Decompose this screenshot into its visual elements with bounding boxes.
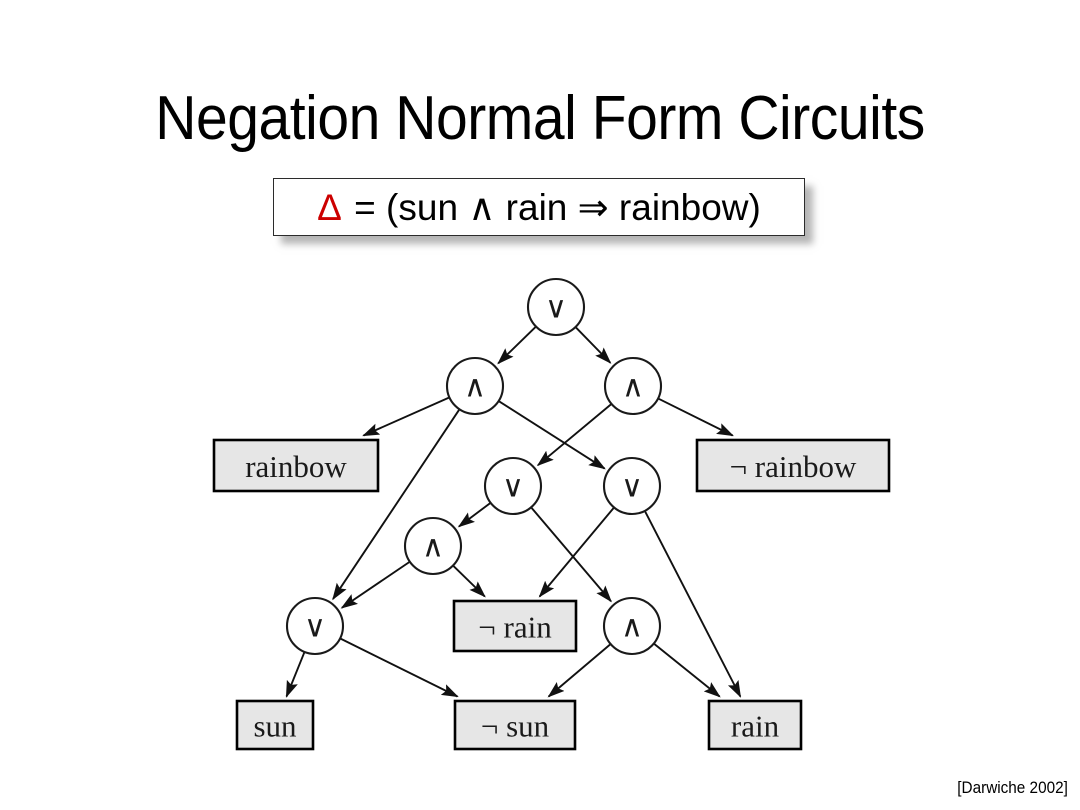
- leaf-node[interactable]: rainbow: [212, 438, 380, 493]
- circuit-edge: [538, 507, 615, 598]
- gate-label: ∨: [304, 611, 326, 644]
- leaf-label: rain: [731, 709, 780, 744]
- page-title: Negation Normal Form Circuits: [155, 83, 925, 153]
- gate-label: ∧: [621, 611, 643, 644]
- gate-label: ∧: [622, 371, 644, 404]
- gate-node-and[interactable]: ∧: [403, 516, 463, 576]
- circuit-edge: [340, 637, 459, 698]
- circuit-edge: [530, 507, 612, 603]
- citation-text: [Darwiche 2002]: [957, 778, 1068, 797]
- leaf-box: [695, 438, 891, 493]
- leaf-node[interactable]: ¬ rain: [452, 599, 578, 653]
- edges-layer: [285, 326, 742, 698]
- circuit-edge: [332, 409, 460, 601]
- leaf-box: [453, 699, 577, 751]
- leaf-box: [707, 699, 803, 751]
- circuit-edge: [653, 643, 721, 698]
- gate-node-or[interactable]: ∨: [483, 456, 543, 516]
- gate-label: ∧: [464, 371, 486, 404]
- circuit-edge: [575, 326, 612, 364]
- leaf-node[interactable]: ¬ rainbow: [695, 438, 891, 493]
- gate-circle: [602, 456, 662, 516]
- circuit-edge: [644, 510, 742, 698]
- leaf-label: rainbow: [245, 449, 347, 484]
- gate-node-and[interactable]: ∧: [602, 596, 662, 656]
- circuit-edge: [340, 561, 410, 609]
- gate-node-or[interactable]: ∨: [526, 277, 586, 337]
- gate-node-or[interactable]: ∨: [602, 456, 662, 516]
- gate-circle: [602, 596, 662, 656]
- circuit-edge: [547, 643, 611, 698]
- circuit-edge: [457, 502, 491, 528]
- formula-box: Δ = (sun ∧ rain ⇒ rainbow): [273, 178, 805, 236]
- formula-expression: = (sun ∧ rain ⇒ rainbow): [343, 186, 761, 228]
- leaf-node[interactable]: sun: [235, 699, 315, 751]
- circuit-edge: [497, 326, 537, 365]
- leaf-box: [235, 699, 315, 751]
- circuit-edge: [498, 400, 606, 470]
- circuit-edge: [536, 403, 612, 467]
- circuit-edge: [285, 652, 306, 698]
- gate-label: ∧: [422, 531, 444, 564]
- leaf-label: ¬ sun: [481, 709, 550, 744]
- circuit-edge: [362, 396, 450, 437]
- circuit-edge: [658, 397, 734, 437]
- gate-circle: [403, 516, 463, 576]
- nodes-layer: ∨ ∧ ∧ ∨ ∨ ∧ ∨ ∧ rainbow ¬ rainbow ¬ rain sun ¬ sun ra…: [212, 277, 891, 751]
- gate-node-and[interactable]: ∧: [603, 356, 663, 416]
- gate-circle: [285, 596, 345, 656]
- gate-circle: [603, 356, 663, 416]
- delta-symbol: Δ: [317, 186, 342, 228]
- gate-circle: [526, 277, 586, 337]
- gate-node-and[interactable]: ∧: [445, 356, 505, 416]
- leaf-node[interactable]: rain: [707, 699, 803, 751]
- formula-text: Δ = (sun ∧ rain ⇒ rainbow): [317, 189, 761, 226]
- gate-circle: [445, 356, 505, 416]
- gate-label: ∨: [545, 292, 567, 325]
- leaf-label: ¬ rainbow: [730, 449, 857, 484]
- leaf-label: sun: [253, 709, 297, 744]
- leaf-label: ¬ rain: [478, 610, 552, 645]
- gate-label: ∨: [621, 471, 643, 504]
- leaf-box: [212, 438, 380, 493]
- leaf-node[interactable]: ¬ sun: [453, 699, 577, 751]
- gate-label: ∨: [502, 471, 524, 504]
- circuit-edge: [452, 565, 486, 598]
- gate-circle: [483, 456, 543, 516]
- leaf-box: [452, 599, 578, 653]
- gate-node-or[interactable]: ∨: [285, 596, 345, 656]
